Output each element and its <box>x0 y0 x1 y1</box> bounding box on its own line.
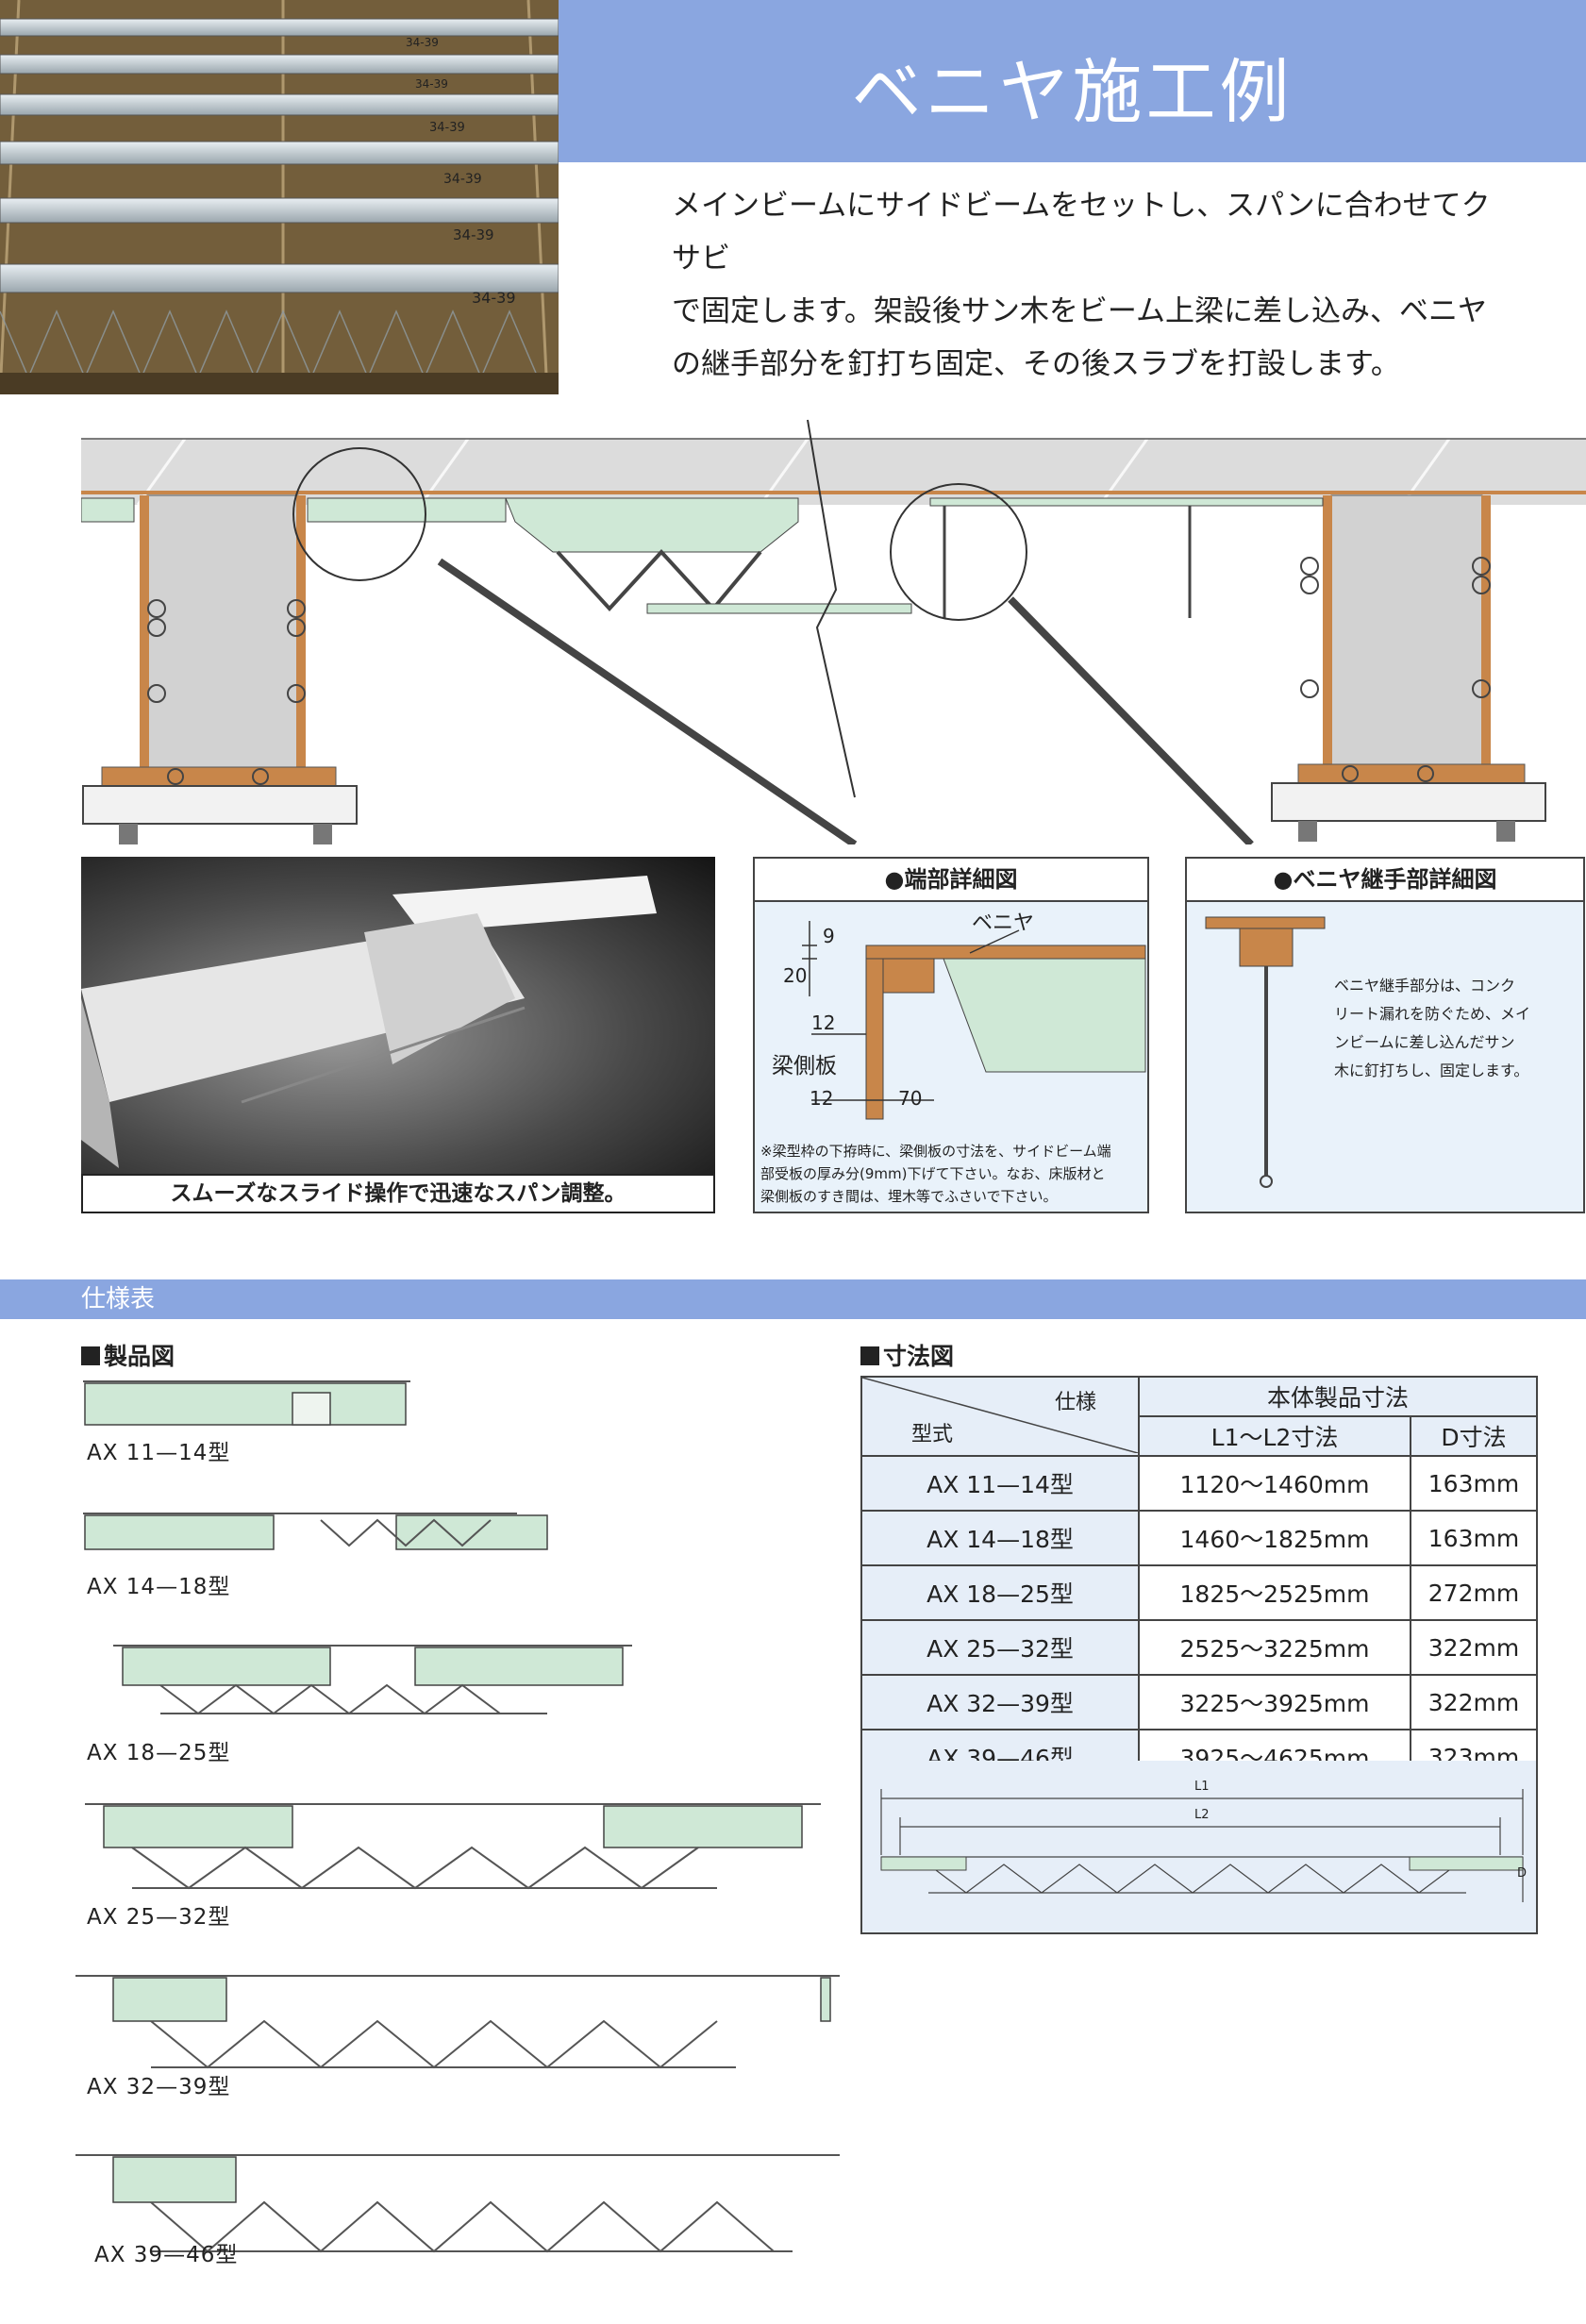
d-cell: 163mm <box>1410 1510 1538 1566</box>
dim-9: 9 <box>823 925 835 947</box>
l-cell: 3225～3925mm <box>1138 1674 1411 1730</box>
model-cell: AX 32—39型 <box>860 1674 1140 1730</box>
header-corner-cell: 仕様 型式 <box>860 1376 1140 1457</box>
veneer-label: ベニヤ <box>972 911 1035 935</box>
end-detail-title: ●端部詳細図 <box>755 859 1147 902</box>
construction-section-diagram <box>80 401 1586 848</box>
note-line: 木に釘打ちし、固定します。 <box>1334 1062 1529 1079</box>
photo-tag: 34-39 <box>406 36 439 49</box>
joint-detail-panel: ●ベニヤ継手部詳細図 <box>1185 857 1585 1213</box>
model-cell: AX 14—18型 <box>860 1510 1140 1566</box>
spec-section-title: 仕様表 <box>81 1285 156 1313</box>
square-bullet-icon <box>860 1346 879 1365</box>
intro-line: の継手部分を釘打ち固定、その後スラブを打設します。 <box>672 347 1400 381</box>
joint-detail-title: ●ベニヤ継手部詳細図 <box>1187 859 1583 902</box>
note-line: 梁側板のすき間は、埋木等でふさいで下さい。 <box>760 1188 1058 1205</box>
header-l: L1～L2寸法 <box>1138 1415 1411 1457</box>
model-cell: AX 18—25型 <box>860 1564 1140 1621</box>
header-group: 本体製品寸法 <box>1138 1376 1538 1417</box>
model-cell: AX 11—14型 <box>860 1455 1140 1512</box>
product-label: AX 18—25型 <box>87 1741 231 1765</box>
diagonal-line <box>862 1378 1138 1453</box>
beam-side-label: 梁側板 <box>772 1054 837 1078</box>
product-heading-text: 製品図 <box>104 1343 175 1370</box>
product-label: AX 11—14型 <box>87 1441 231 1465</box>
d-cell: 322mm <box>1410 1674 1538 1730</box>
section-drawing <box>80 419 1586 848</box>
header-model: 型式 <box>911 1423 954 1446</box>
dimension-heading: 寸法図 <box>860 1338 954 1372</box>
product-label: AX 32—39型 <box>87 2075 231 2099</box>
intro-line: で固定します。架設後サン木をビーム上梁に差し込み、ベニヤ <box>672 294 1487 328</box>
header-d: D寸法 <box>1410 1415 1538 1457</box>
beam-photo-graphic <box>81 876 657 1168</box>
note-line: 部受板の厚み分(9mm)下げて下さい。なお、床版材と <box>760 1165 1106 1182</box>
intro-line: メインビームにサイドビームをセットし、スパンに合わせてクサビ <box>672 189 1491 276</box>
d-cell: 272mm <box>1410 1564 1538 1621</box>
beam-slide-photo <box>81 857 715 1212</box>
product-label: AX 25—32型 <box>87 1905 231 1930</box>
dimension-drawing-box: L1 L2 D <box>860 1761 1538 1934</box>
square-bullet-icon <box>81 1346 100 1365</box>
product-label: AX 39—46型 <box>94 2243 239 2267</box>
note-line: ※梁型枠の下拵時に、梁側板の寸法を、サイドビーム端 <box>760 1143 1111 1160</box>
note-line: ンビームに差し込んだサン <box>1334 1033 1515 1051</box>
dim-12: 12 <box>811 1012 836 1034</box>
construction-photo: 34-39 34-39 34-39 34-39 34-39 34-39 <box>0 0 559 394</box>
d-label: D <box>1517 1866 1528 1881</box>
joint-detail-drawing <box>1205 916 1326 1188</box>
end-detail-drawing <box>802 921 1146 1120</box>
photo-tag: 34-39 <box>415 77 448 91</box>
dimension-drawing <box>880 1789 1524 1902</box>
dim-20: 20 <box>783 964 808 987</box>
product-drawings <box>75 1380 840 2253</box>
model-cell: AX 25—32型 <box>860 1619 1140 1676</box>
header-band <box>559 0 1586 162</box>
product-label: AX 14—18型 <box>87 1575 231 1599</box>
product-heading: 製品図 <box>81 1338 175 1372</box>
l-cell: 1460～1825mm <box>1138 1510 1411 1566</box>
l-cell: 1825～2525mm <box>1138 1564 1411 1621</box>
l-cell: 1120～1460mm <box>1138 1455 1411 1512</box>
beam-photo-caption: スムーズなスライド操作で迅速なスパン調整。 <box>81 1174 715 1213</box>
note-line: ベニヤ継手部分は、コンク <box>1334 977 1516 995</box>
intro-text: メインビームにサイドビームをセットし、スパンに合わせてクサビ で固定します。架設… <box>672 179 1502 391</box>
dim-70: 70 <box>898 1087 923 1110</box>
d-cell: 322mm <box>1410 1619 1538 1676</box>
photo-tag: 34-39 <box>429 121 465 135</box>
end-detail-panel: ●端部詳細図 9 20 12 12 70 ベニヤ 梁側板 <box>753 857 1149 1213</box>
l-cell: 2525～3225mm <box>1138 1619 1411 1676</box>
joint-detail-note: ベニヤ継手部分は、コンク リート漏れを防ぐため、メイ ンビームに差し込んだサン … <box>1334 972 1559 1085</box>
construction-photo-graphic <box>0 0 559 394</box>
end-detail-note: ※梁型枠の下拵時に、梁側板の寸法を、サイドビーム端 部受板の厚み分(9mm)下げ… <box>760 1140 1147 1208</box>
photo-tag: 34-39 <box>472 289 516 307</box>
d-cell: 163mm <box>1410 1455 1538 1512</box>
spec-band <box>0 1279 1586 1319</box>
page-title: ベニヤ施工例 <box>851 52 1294 133</box>
photo-tag: 34-39 <box>443 172 482 187</box>
photo-tag: 34-39 <box>453 226 494 243</box>
dimension-heading-text: 寸法図 <box>883 1343 955 1370</box>
l1-label: L1 <box>1194 1780 1210 1794</box>
dim-12b: 12 <box>810 1087 834 1110</box>
note-line: リート漏れを防ぐため、メイ <box>1334 1005 1531 1023</box>
header-spec: 仕様 <box>1054 1391 1096 1414</box>
l2-label: L2 <box>1194 1808 1210 1822</box>
